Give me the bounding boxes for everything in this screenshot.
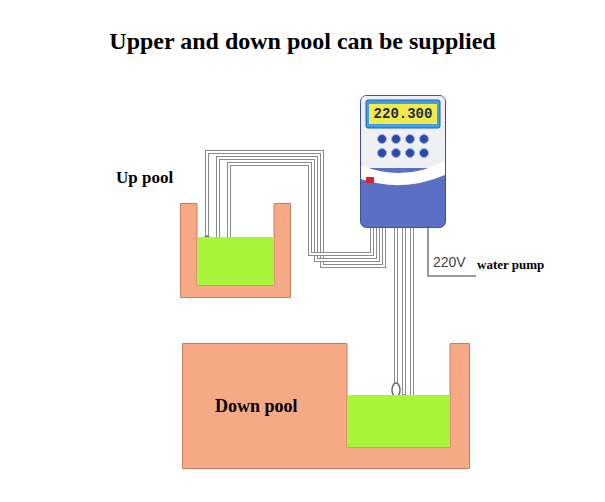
lcd-backlight — [369, 104, 437, 124]
water — [197, 237, 274, 285]
pool-wall — [183, 344, 470, 469]
controller-front-panel — [361, 96, 445, 168]
brand-logo — [366, 177, 374, 183]
down-pool: Down pool — [182, 343, 470, 469]
controller-stripe — [361, 161, 445, 185]
control-button — [392, 149, 401, 158]
pool-label: Down pool — [215, 396, 298, 417]
controller-housing — [361, 96, 446, 228]
up-pool-outline — [180, 203, 291, 298]
control-button — [378, 149, 387, 158]
cable-outline — [394, 228, 398, 383]
control-button — [406, 149, 415, 158]
water — [347, 395, 450, 447]
up-pool: Up pool — [180, 203, 291, 298]
cable-core — [403, 228, 405, 395]
control-button — [378, 135, 387, 144]
control-button — [406, 135, 415, 144]
voltage-label: 220V — [433, 254, 466, 270]
lcd-screen — [366, 100, 440, 128]
pump-label: water pump — [477, 257, 544, 273]
diagram-title: Upper and down pool can be supplied — [0, 28, 605, 55]
control-button — [420, 135, 429, 144]
control-button — [392, 135, 401, 144]
level-probe — [392, 383, 400, 397]
probe-cable — [392, 228, 416, 421]
pump-controller: 220.300 — [360, 95, 446, 228]
cable-outline — [410, 228, 414, 407]
control-button — [420, 149, 429, 158]
cable-outline — [402, 228, 406, 395]
power-cable — [428, 228, 476, 276]
lcd-reading: 220.300 — [369, 105, 437, 123]
pool-wall — [181, 204, 291, 298]
cable-core — [411, 228, 413, 407]
pool-label: Up pool — [116, 168, 173, 188]
cable-core — [395, 228, 397, 383]
